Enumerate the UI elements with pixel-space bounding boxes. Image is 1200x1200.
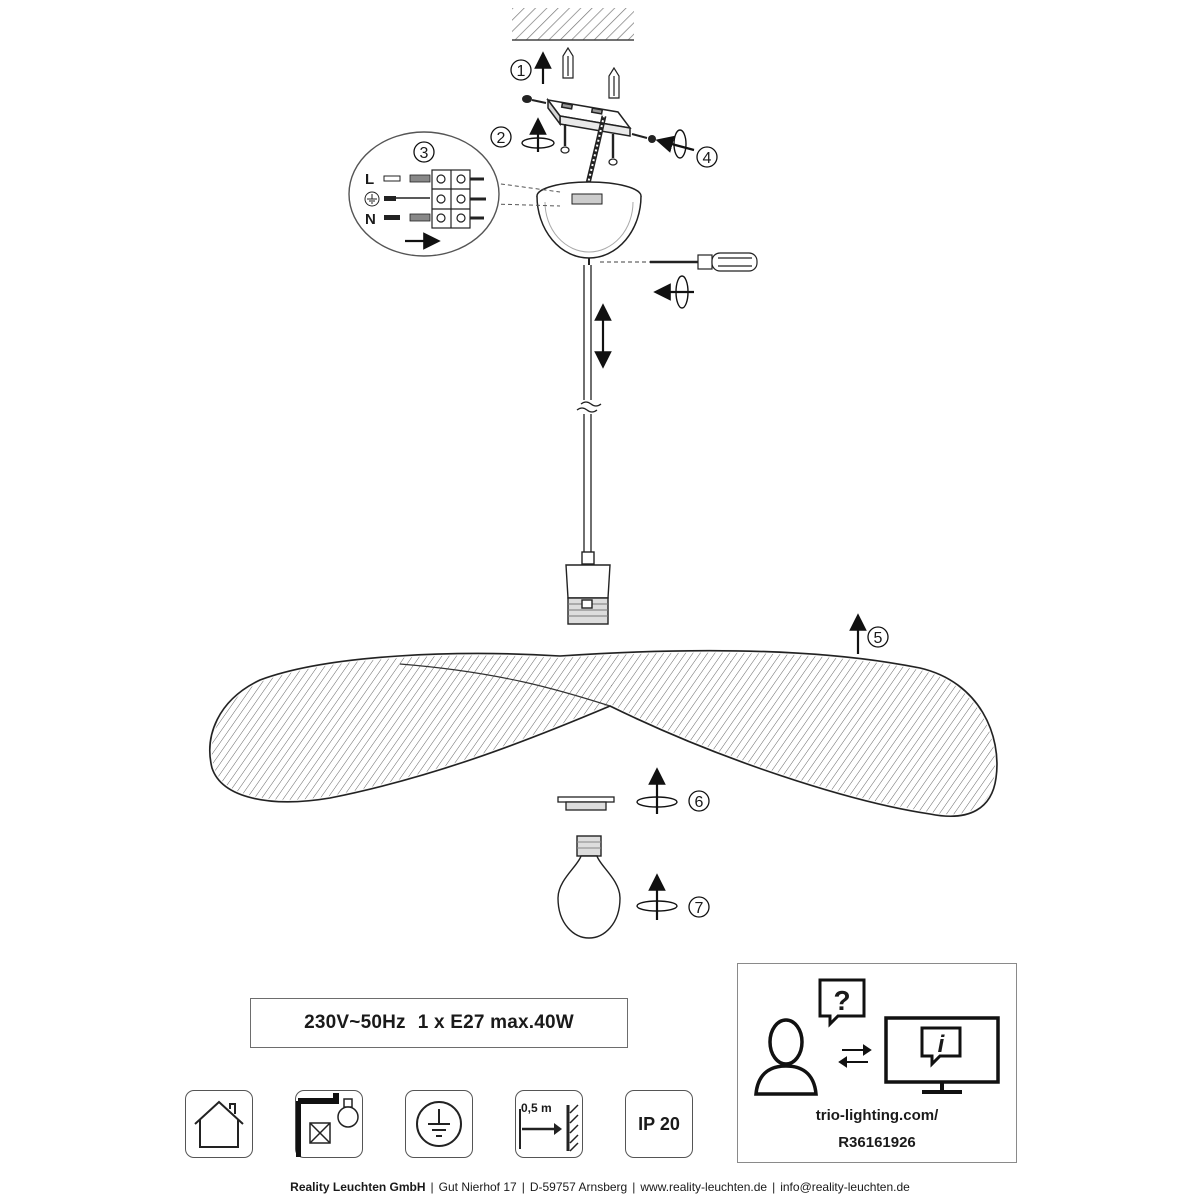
exchange-arrows-icon	[838, 1044, 872, 1068]
screw-icon	[560, 124, 570, 154]
online-info-box: ? i trio-lighting.com/ R36161926	[737, 963, 1017, 1163]
house-icon	[194, 1100, 244, 1148]
fixing-ring	[557, 796, 615, 811]
step-6-number: 6	[695, 794, 704, 811]
step-4-marker: 4	[696, 146, 718, 168]
screw-icon	[522, 95, 547, 104]
indoor-use-icon	[185, 1090, 253, 1158]
step-7-number: 7	[695, 900, 704, 917]
screw-icon	[631, 133, 656, 143]
earth-symbol-icon	[416, 1101, 462, 1147]
screwdriver-icon	[600, 252, 758, 272]
rotate-arrow-icon	[653, 275, 694, 309]
terminal-block	[431, 169, 471, 229]
step-5-marker: 5	[867, 626, 889, 648]
rotate-arrow-icon	[636, 873, 678, 920]
wall-plug	[608, 66, 620, 99]
step-6-marker: 6	[688, 790, 710, 812]
step-1-marker: 1	[510, 59, 532, 81]
ip-rating-label: IP 20	[638, 1113, 680, 1134]
no-fluorescent-bulb-icon	[295, 1090, 363, 1158]
question-bubble-icon: ?	[818, 978, 866, 1028]
protective-earth-icon	[405, 1090, 473, 1158]
min-distance-icon: 0,5 m	[515, 1090, 583, 1158]
wire-earth	[384, 196, 486, 201]
ceiling-bulb-icon	[295, 1093, 359, 1157]
step-7-marker: 7	[688, 896, 710, 918]
wall-plug	[562, 46, 574, 79]
screw-icon	[608, 134, 618, 166]
person-icon	[754, 1018, 818, 1096]
ceiling-canopy	[536, 181, 642, 265]
distance-arrow-icon	[519, 1104, 579, 1152]
earth-symbol-icon	[364, 191, 380, 207]
bulb-spec: 1 x E27 max.40W	[417, 1012, 574, 1033]
company-city: D-59757 Arnsberg	[529, 1180, 628, 1194]
woven-lamp-shade	[207, 648, 999, 819]
ip-rating-icon: IP 20	[625, 1090, 693, 1158]
info-letter: i	[938, 1031, 946, 1058]
live-wire-label: L	[365, 171, 374, 188]
step-1-number: 1	[517, 63, 526, 80]
step-2-marker: 2	[490, 126, 512, 148]
question-mark: ?	[833, 985, 850, 1016]
wire-live	[383, 174, 484, 183]
electrical-spec: 230V~50Hz 1 x E27 max.40W	[250, 998, 628, 1048]
product-code: R36161926	[838, 1134, 916, 1151]
rotate-arrow-icon	[521, 117, 555, 152]
mounting-bracket	[546, 97, 632, 137]
company-website: www.reality-leuchten.de	[640, 1180, 768, 1194]
step-2-number: 2	[497, 130, 506, 147]
voltage-spec: 230V~50Hz	[304, 1012, 406, 1033]
company-name: Reality Leuchten GmbH	[290, 1180, 426, 1194]
rotate-arrow-icon	[636, 767, 678, 814]
online-help-illustration: ? i	[754, 978, 1000, 1096]
monitor-icon: i	[884, 1016, 1000, 1094]
suspension-cord	[576, 265, 602, 555]
step-4-number: 4	[703, 150, 712, 167]
step-3-marker: 3	[413, 141, 435, 163]
light-bulb	[557, 835, 621, 939]
company-email: info@reality-leuchten.de	[780, 1180, 910, 1194]
company-address: Gut Nierhof 17	[438, 1180, 517, 1194]
step-3-number: 3	[420, 145, 429, 162]
wire-neutral	[384, 213, 484, 222]
footer: Reality Leuchten GmbH|Gut Nierhof 17|D-5…	[290, 1180, 910, 1194]
rotate-arrow-icon	[655, 129, 695, 159]
neutral-wire-label: N	[365, 211, 376, 228]
step-5-number: 5	[874, 630, 883, 647]
supply-cable	[581, 115, 607, 201]
support-url: trio-lighting.com/	[815, 1107, 939, 1124]
lamp-socket	[565, 551, 611, 625]
ceiling	[512, 8, 634, 41]
min-distance-label: 0,5 m	[521, 1101, 552, 1115]
